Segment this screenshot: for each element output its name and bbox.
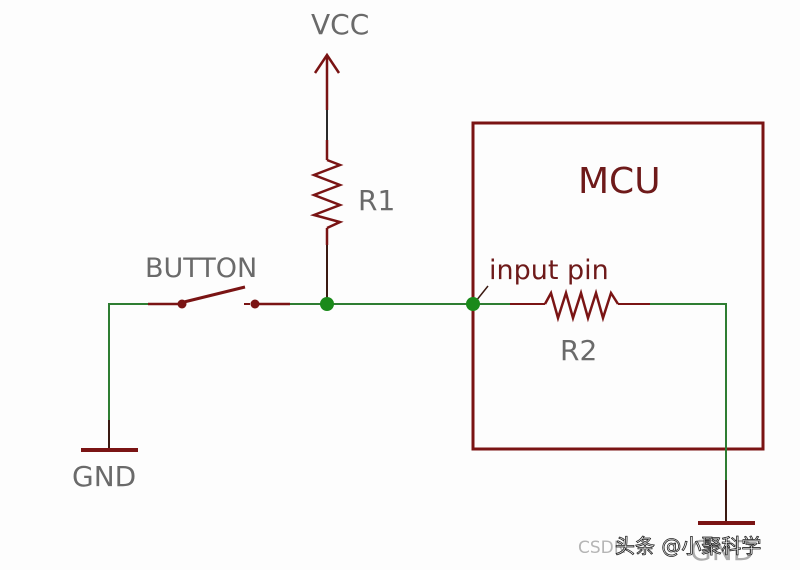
vcc-label: VCC — [311, 8, 369, 41]
r2-label: R2 — [560, 334, 597, 367]
input-pin-label: input pin — [489, 255, 609, 286]
vcc-symbol — [313, 52, 341, 110]
gnd-right-label: GND — [690, 534, 754, 567]
wire-r2-gnd — [650, 303, 727, 520]
mcu-box — [471, 121, 765, 451]
gnd-left-label: GND — [72, 460, 136, 493]
mcu-label: MCU — [578, 161, 661, 202]
resistor-r1 — [309, 140, 344, 245]
watermark-main: 头条 @小聚科学 — [615, 534, 761, 558]
input-pin-leader — [475, 285, 489, 302]
junction-dot-r1 — [320, 297, 334, 311]
watermark-light: CSDN — [578, 538, 626, 558]
junction-dot-input-pin — [466, 297, 480, 311]
wire-gnd-button — [108, 303, 180, 450]
resistor-r2 — [510, 288, 650, 323]
r1-label: R1 — [358, 184, 395, 217]
button-label: BUTTON — [145, 253, 257, 284]
button-switch — [148, 285, 290, 309]
